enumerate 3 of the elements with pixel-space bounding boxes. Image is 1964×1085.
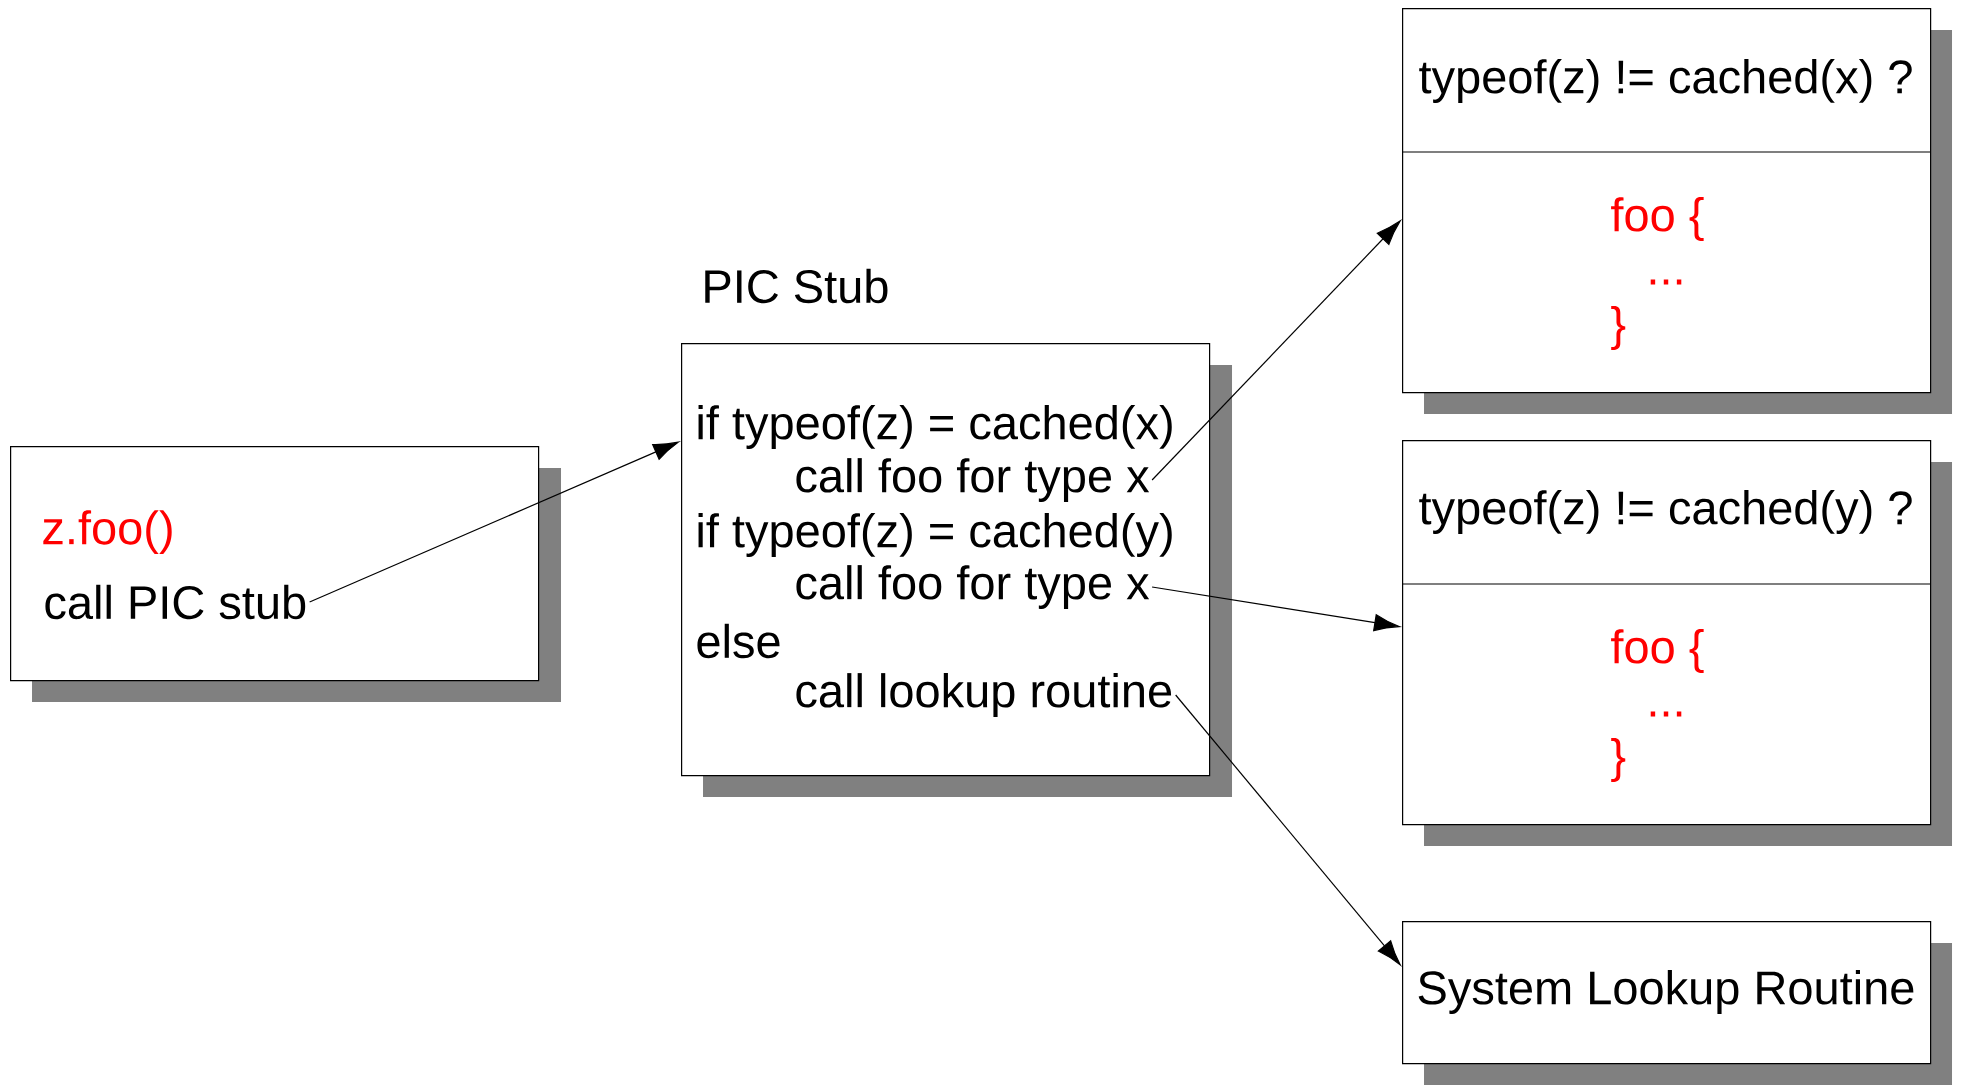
code-text: PIC Stub: [705, 268, 888, 304]
arrow: [1175, 694, 1401, 966]
arrow: [1151, 220, 1401, 481]
